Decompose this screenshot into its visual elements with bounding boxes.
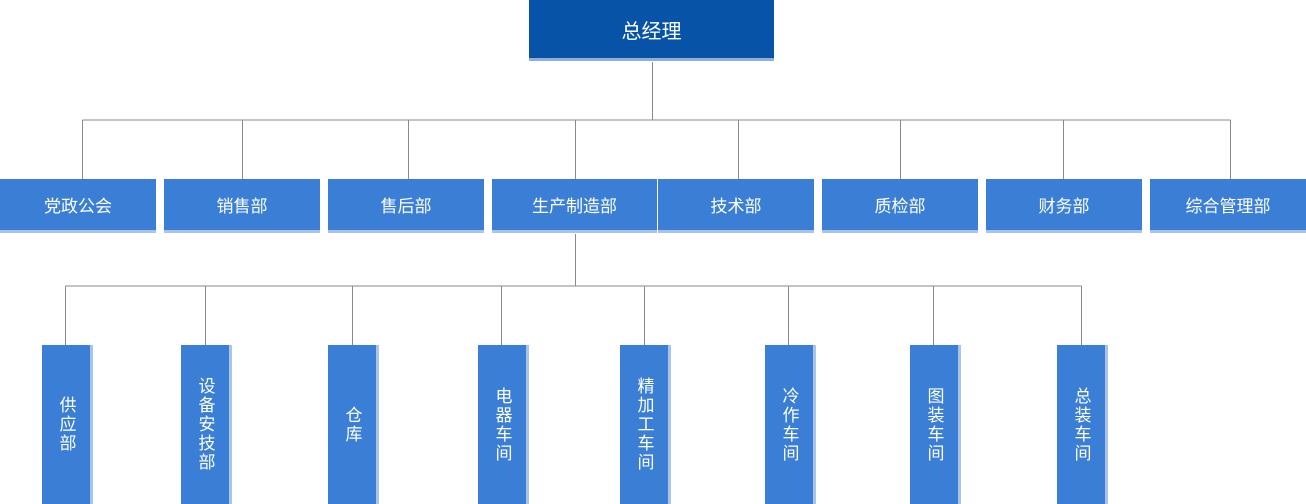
node-after-sales: 售后部 — [328, 179, 484, 230]
node-tu-assembly-workshop: 图装车间 — [910, 345, 958, 504]
node-general-admin: 综合管理部 — [1150, 179, 1306, 230]
node-warehouse: 仓库 — [328, 345, 376, 504]
node-sales: 销售部 — [164, 179, 320, 230]
node-precision-workshop: 精加工车间 — [620, 345, 668, 504]
node-finance: 财务部 — [986, 179, 1142, 230]
node-party-union: 党政公会 — [0, 179, 156, 230]
node-supply: 供应部 — [42, 345, 90, 504]
node-final-assembly-workshop: 总装车间 — [1057, 345, 1105, 504]
node-general-manager: 总经理 — [529, 0, 774, 58]
node-technology: 技术部 — [658, 179, 814, 230]
node-production: 生产制造部 — [492, 179, 657, 230]
node-quality-inspection: 质检部 — [822, 179, 978, 230]
node-cold-work-workshop: 冷作车间 — [765, 345, 813, 504]
node-electrical-workshop: 电器车间 — [478, 345, 526, 504]
node-equipment-safety: 设备安技部 — [181, 345, 229, 504]
